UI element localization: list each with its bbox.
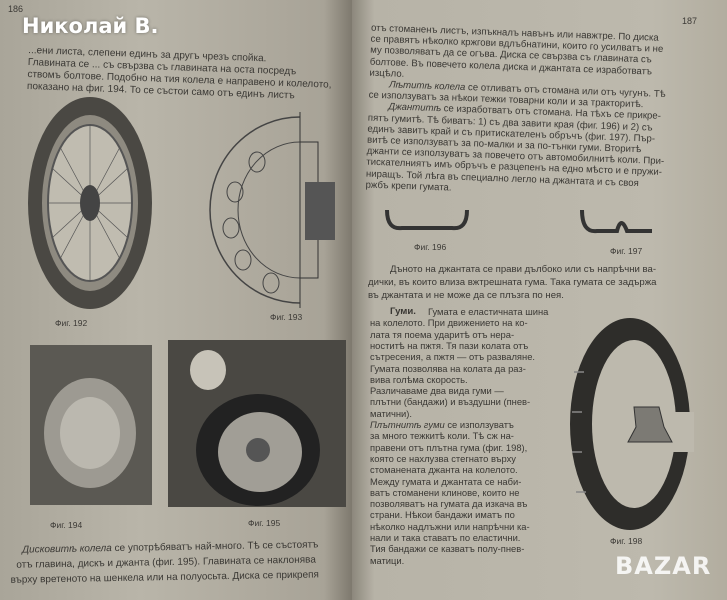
text-line: стоманената джанта на колелото. [370, 464, 518, 476]
right-page: 187 отъ стоманенъ листъ, изпъкналъ навън… [352, 0, 727, 600]
caption-fig-193: Фиг. 193 [270, 312, 303, 322]
text-line: страни. Нѣкои бандажи иматъ по [370, 509, 515, 521]
text-line: матици. [370, 554, 405, 566]
left-page: 186 ...ени листа, слепени единъ за другъ… [0, 0, 352, 600]
text-line: позволяватъ на гумата да изкача въ [370, 498, 528, 510]
figure-198-solid-tire [570, 318, 694, 530]
caption-fig-195: Фиг. 195 [248, 518, 281, 528]
figure-193-disc-wheel-drawing [209, 112, 335, 308]
figure-192-wire-wheel-tire [28, 97, 152, 309]
page-number: 186 [8, 4, 24, 14]
text-line: Дисковитѣ колела се употрѣбяватъ най-мно… [22, 539, 318, 556]
text-line: Между гумата и джантата се наби- [370, 475, 522, 487]
figure-195-photo [168, 340, 346, 507]
caption-fig-192: Фиг. 192 [55, 318, 88, 328]
figure-196-rim-profile [385, 209, 469, 231]
caption-fig-196: Фиг. 196 [414, 242, 447, 252]
page-number: 187 [682, 16, 698, 26]
text-line: изцѣло. [369, 67, 405, 80]
text-line: върху вретеното на шенкела или на полуос… [10, 569, 320, 586]
figure-197-rim-profile [580, 209, 652, 234]
text-line: матични). [370, 407, 413, 419]
text-run: се използуватъ [444, 419, 514, 430]
text-line: вива голѣма скорость. [370, 373, 468, 385]
text-line: дички, въ които влиза вжтрешната гума. Т… [368, 277, 657, 288]
text-line: нали и така ставатъ по еластични. [370, 532, 521, 543]
text-line: плътни (бандажи) и въздушни (пнев- [370, 396, 531, 408]
text-line: Дъното на джантата се прави дълбоко или … [390, 264, 657, 275]
italic-term: Плътнитѣ гуми [370, 419, 445, 430]
text-line: правени отъ плътна гума (фиг. 198), [370, 441, 528, 453]
bazar-logo: BAZAR [615, 552, 712, 580]
text-line: която се нахлузва стегнато върху [370, 452, 516, 464]
caption-fig-194: Фиг. 194 [50, 520, 83, 530]
text-line: Тия бандажи се казватъ полу-пнев- [370, 543, 525, 555]
text-line: отъ главина, дискъ и джанта (фиг. 195). … [16, 554, 316, 571]
section-heading-tires: Гуми. [390, 306, 416, 317]
text-line: нѣколко надлъжни или напрѣчни ка- [370, 520, 530, 532]
italic-term: Дисковитѣ колела [21, 543, 112, 556]
text-line: ржбъ крепи гумата. [365, 179, 452, 194]
caption-fig-197: Фиг. 197 [610, 246, 643, 256]
caption-fig-198: Фиг. 198 [610, 536, 643, 546]
text-line: Гумата е еластичната шина [428, 306, 549, 317]
text-line: сътресения, а пжтя — отъ разваляне. [370, 351, 536, 363]
text-run: се употрѣбяватъ най-много. Тѣ се състоят… [111, 539, 319, 555]
text-line: Гумата позволява на колата да раз- [370, 362, 526, 374]
text-line: за много тежкитѣ коли. Тѣ сж на- [370, 430, 514, 442]
text-line: Плътнитѣ гуми се използуватъ [370, 419, 514, 430]
text-line: въ джантата и не може да се плъзга по не… [368, 290, 564, 301]
figure-194-photo [30, 345, 152, 505]
text-line: Различаваме два вида гуми — [370, 385, 504, 397]
text-line: на колелото. При движението на ко- [370, 317, 528, 329]
text-line: ноститѣ на пжтя. Тя пази колата отъ [370, 339, 529, 351]
text-line: ватъ стоманени клинове, които не [370, 486, 520, 498]
watermark-username: Николай В. [22, 14, 159, 38]
text-line: лата тя поема ударитѣ отъ нера- [370, 328, 515, 340]
